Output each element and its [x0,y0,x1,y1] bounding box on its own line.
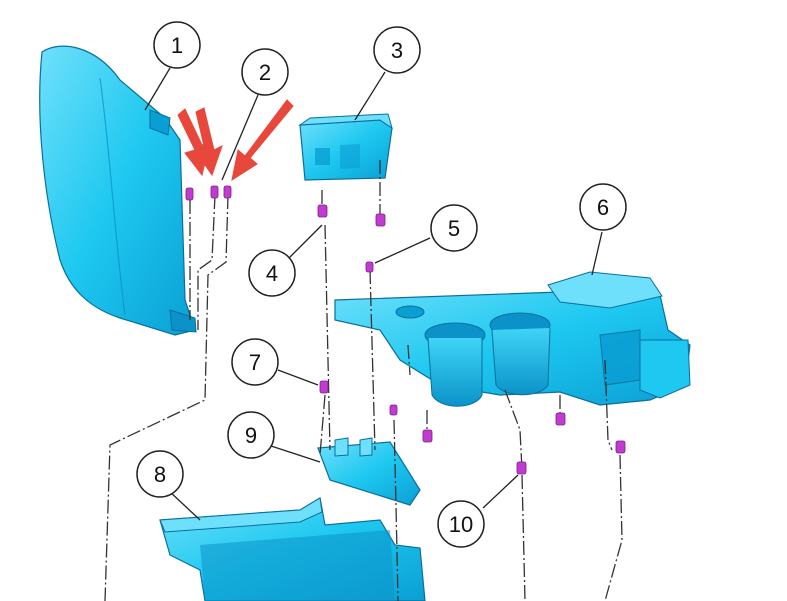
callouts: 1 2 3 4 5 6 7 8 9 10 [136,21,627,548]
callout-10: 10 [437,500,485,548]
svg-text:2: 2 [259,60,271,85]
part-bracket [298,113,393,181]
callout-1: 1 [153,21,201,69]
svg-text:9: 9 [245,423,257,448]
callout-3: 3 [373,26,421,74]
callout-7: 7 [231,338,279,386]
fastener-icon [185,185,626,475]
svg-text:4: 4 [266,261,278,286]
callout-4: 4 [248,249,296,297]
svg-text:10: 10 [449,512,473,537]
part-main-console [334,271,691,407]
callout-2: 2 [241,48,289,96]
svg-text:7: 7 [249,350,261,375]
callout-leaders [144,67,603,521]
callout-6: 6 [579,183,627,231]
part-switch-bracket [317,437,421,506]
svg-text:5: 5 [448,216,460,241]
arrow-icon [177,99,294,182]
svg-text:6: 6 [597,195,609,220]
part-console-base [159,497,426,601]
callout-8: 8 [136,450,184,498]
svg-text:1: 1 [171,33,183,58]
callout-9: 9 [227,411,275,459]
part-armrest-lid [39,45,197,336]
svg-text:3: 3 [391,38,403,63]
callout-5: 5 [430,204,478,252]
svg-text:8: 8 [154,462,166,487]
